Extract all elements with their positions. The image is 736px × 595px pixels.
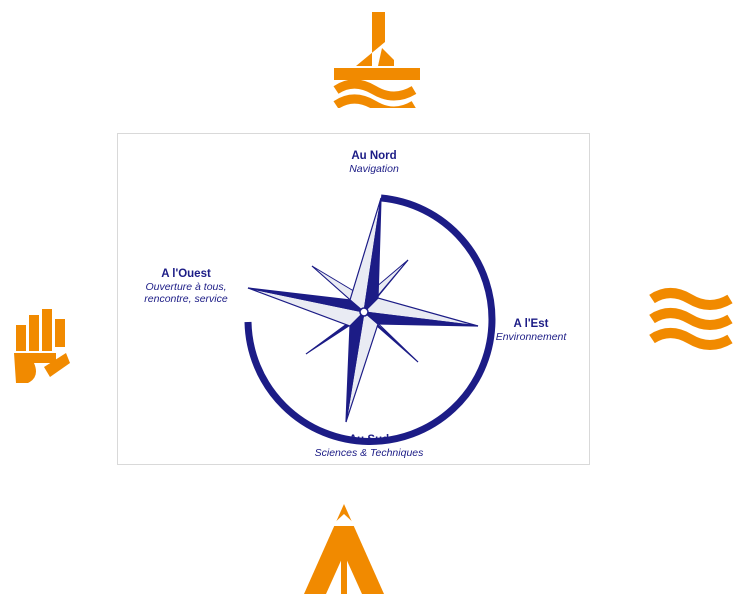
north-heading: Au Nord <box>329 150 419 163</box>
tent-icon <box>298 500 390 595</box>
east-label: A l'Est Environnement <box>476 318 586 343</box>
east-heading: A l'Est <box>476 318 586 331</box>
south-label: Au Sud Sciences & Techniques <box>294 434 444 459</box>
west-heading: A l'Ouest <box>126 268 246 281</box>
south-heading: Au Sud <box>294 434 444 447</box>
west-label: A l'Ouest Ouverture à tous, rencontre, s… <box>126 268 246 305</box>
sailboat-icon <box>330 8 422 108</box>
north-sub: Navigation <box>329 163 419 175</box>
compass-card: Au Nord Navigation A l'Est Environnement… <box>117 133 590 465</box>
west-sub2: rencontre, service <box>126 293 246 305</box>
waves-icon <box>646 285 734 353</box>
compass-center <box>360 308 368 316</box>
hand-icon <box>10 305 72 387</box>
south-sub: Sciences & Techniques <box>294 447 444 459</box>
north-label: Au Nord Navigation <box>329 150 419 175</box>
west-sub1: Ouverture à tous, <box>126 281 246 293</box>
east-sub: Environnement <box>476 331 586 343</box>
